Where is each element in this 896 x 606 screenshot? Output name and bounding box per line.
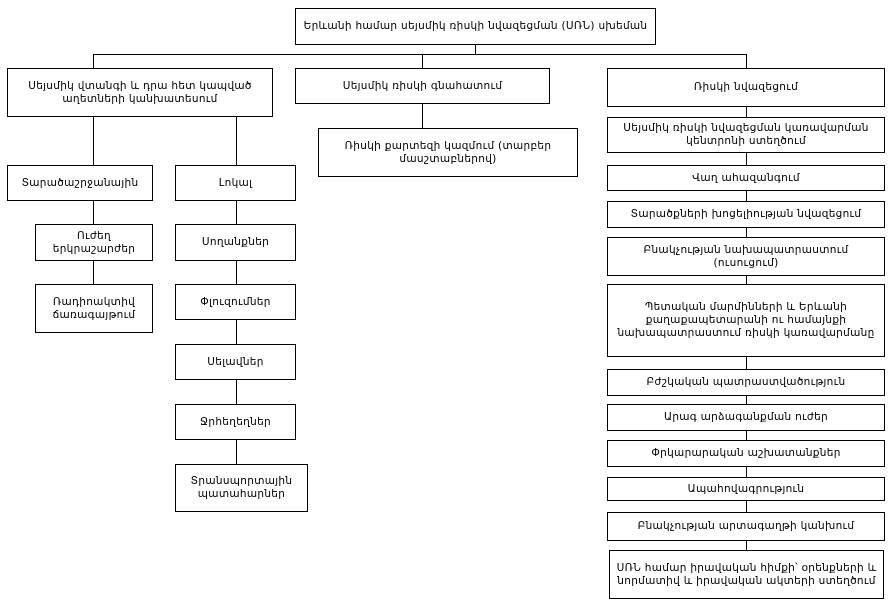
reduction-item-insurance: Ապահովագրություն	[607, 477, 885, 501]
vulnerability-box: Սեյսմիկ վտանգի և դրա հետ կապված աղետների…	[7, 68, 273, 117]
regional-item-strong-earthquakes: Ուժեղ երկրաշարժեր	[35, 224, 153, 261]
reduction-label: Ռիսկի նվազեցում	[693, 81, 799, 93]
reduction-item-legal-basis: ՍՌՆ համար իրավական հիմքի՝ օրենքների և նո…	[609, 550, 884, 599]
local-box: Լոկալ	[175, 165, 296, 201]
connector-line	[93, 201, 94, 224]
reduction-item-government-preparation: Պետական մարմինների և Երևանի քաղաքապետարա…	[607, 284, 885, 357]
reduction-item-label: Բնակչության արտագաղթի կանխում	[637, 520, 855, 532]
local-item-collapses: Փլուզումներ	[175, 284, 296, 320]
reduction-item-early-warning: Վաղ ահազանգում	[607, 165, 885, 191]
connector-line	[93, 261, 94, 284]
regional-label: Տարածաշրջանային	[21, 176, 139, 189]
connector-line	[93, 54, 94, 68]
vulnerability-label: Սեյսմիկ վտանգի և դրա հետ կապված աղետների…	[28, 79, 252, 105]
assessment-item-label: Ռիսկի քարտեզի կազմում (տարբեր մասշտաբներ…	[344, 139, 552, 165]
assessment-box: Սեյսմիկ ռիսկի գնահատում	[295, 68, 550, 104]
connector-line	[236, 380, 237, 404]
local-item-label: Տրանսպորտային պատահարներ	[190, 475, 293, 500]
connector-line	[93, 54, 747, 55]
local-item-label: Սողանքներ	[201, 236, 270, 248]
local-item-label: Սելավներ	[207, 355, 264, 368]
connector-line	[236, 320, 237, 344]
reduction-item-label: Արագ արձագանքման ուժեր	[663, 411, 829, 423]
reduction-item-management-center: Սեյսմիկ ռիսկի նվազեցման կառավարման կենտր…	[607, 117, 885, 153]
reduction-item-medical-readiness: Բժշկական պատրաստվածություն	[607, 369, 885, 396]
assessment-item-risk-map: Ռիսկի քարտեզի կազմում (տարբեր մասշտաբներ…	[318, 128, 578, 177]
connector-line	[475, 45, 476, 55]
reduction-item-label: Պետական մարմինների և Երևանի քաղաքապետարա…	[617, 301, 875, 339]
connector-line	[746, 54, 747, 68]
reduction-item-label: Սեյսմիկ ռիսկի նվազեցման կառավարման կենտր…	[623, 122, 869, 147]
local-label: Լոկալ	[218, 176, 253, 189]
reduction-item-population-preparation: Բնակչության նախապատրաստում (ուսուցում)	[607, 237, 885, 276]
connector-line	[422, 104, 423, 128]
local-item-transport-accidents: Տրանսպորտային պատահարներ	[175, 464, 308, 512]
reduction-box: Ռիսկի նվազեցում	[607, 68, 885, 107]
reduction-item-territory-vulnerability: Տարածքների խոցելիության նվազեցում	[607, 201, 885, 228]
connector-line	[236, 261, 237, 284]
reduction-item-label: ՍՌՆ համար իրավական հիմքի՝ օրենքների և նո…	[616, 561, 877, 587]
regional-item-radioactive-radiation: Ռադիոակտիվ ճառագայթում	[35, 284, 153, 333]
reduction-item-label: Վաղ ահազանգում	[692, 171, 800, 184]
reduction-item-label: Բնակչության նախապատրաստում (ուսուցում)	[643, 243, 849, 269]
reduction-item-emigration-prevention: Բնակչության արտագաղթի կանխում	[607, 512, 885, 541]
regional-item-label: Ուժեղ երկրաշարժեր	[52, 229, 136, 255]
reduction-item-rescue-works: Փրկարարական աշխատանքներ	[607, 440, 885, 467]
connector-line	[93, 117, 94, 165]
local-item-landslides: Սողանքներ	[175, 224, 296, 261]
title-box: Երևանի համար սեյսմիկ ռիսկի նվազեցման (ՍՌ…	[295, 8, 656, 45]
local-item-label: Փլուզումներ	[200, 295, 271, 308]
reduction-item-label: Բժշկական պատրաստվածություն	[646, 376, 846, 388]
reduction-item-label: Փրկարարական աշխատանքներ	[651, 447, 841, 459]
connector-line	[236, 440, 237, 464]
title-text: Երևանի համար սեյսմիկ ռիսկի նվազեցման (ՍՌ…	[303, 20, 648, 32]
connector-line	[236, 201, 237, 224]
regional-item-label: Ռադիոակտիվ ճառագայթում	[52, 295, 136, 321]
reduction-item-label: Տարածքների խոցելիության նվազեցում	[630, 208, 862, 220]
reduction-item-label: Ապահովագրություն	[687, 482, 805, 495]
local-item-floods: Ջրհեղեղներ	[175, 404, 296, 440]
reduction-item-rapid-response: Արագ արձագանքման ուժեր	[607, 404, 885, 431]
assessment-label: Սեյսմիկ ռիսկի գնահատում	[342, 79, 503, 92]
regional-box: Տարածաշրջանային	[7, 165, 153, 201]
connector-line	[422, 54, 423, 68]
local-item-mudflows: Սելավներ	[175, 344, 296, 380]
local-item-label: Ջրհեղեղներ	[200, 415, 271, 428]
connector-line	[236, 117, 237, 165]
